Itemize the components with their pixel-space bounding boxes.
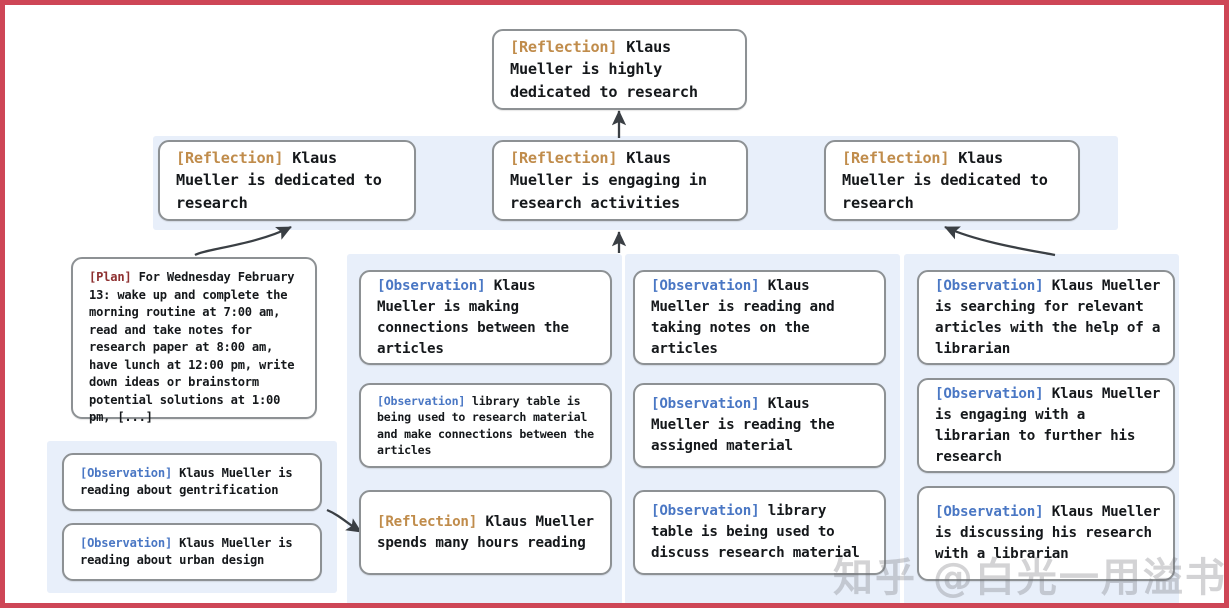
column1-node-2-body: library table is being used to research … bbox=[377, 393, 594, 457]
reflection-3-text: [Reflection] Klaus Mueller is dedicated … bbox=[842, 147, 1066, 215]
observation-tag: [Observation] bbox=[377, 277, 486, 294]
column2-node-1-body: Klaus Mueller is reading and taking note… bbox=[651, 277, 835, 357]
reflection-node-2[interactable]: [Reflection] Klaus Mueller is engaging i… bbox=[492, 140, 748, 221]
plan-node[interactable]: [Plan] For Wednesday February 13: wake u… bbox=[71, 257, 317, 424]
column1-node-1[interactable]: [Observation] Klaus Mueller is making co… bbox=[359, 270, 612, 365]
observation-tag: [Observation] bbox=[935, 385, 1044, 402]
column3-node-3-body: Klaus Mueller is discussing his research… bbox=[935, 504, 1161, 562]
column1-node-3[interactable]: [Reflection] Klaus Mueller spends many h… bbox=[359, 490, 612, 575]
left-observation-node-2[interactable]: [Observation] Klaus Mueller is reading a… bbox=[62, 523, 322, 581]
observation-tag: [Observation] bbox=[80, 535, 173, 550]
column2-node-1-text: [Observation] Klaus Mueller is reading a… bbox=[651, 276, 872, 360]
left-observation-2-body: Klaus Mueller is reading about urban des… bbox=[80, 535, 293, 568]
plan-tag: [Plan] bbox=[89, 270, 132, 284]
observation-tag: [Observation] bbox=[377, 393, 466, 408]
column3-node-2[interactable]: [Observation] Klaus Mueller is engaging … bbox=[917, 378, 1175, 473]
observation-tag: [Observation] bbox=[651, 396, 760, 412]
reflection-1-body: Klaus Mueller is dedicated to research bbox=[176, 148, 382, 212]
reflection-1-text: [Reflection] Klaus Mueller is dedicated … bbox=[176, 147, 402, 215]
reflection-3-body: Klaus Mueller is dedicated to research bbox=[842, 148, 1048, 212]
column3-node-1-body: Klaus Mueller is searching for relevant … bbox=[935, 277, 1161, 357]
plan-text: [Plan] For Wednesday February 13: wake u… bbox=[89, 269, 305, 427]
column1-node-2-text: [Observation] library table is being use… bbox=[377, 393, 598, 459]
column2-node-3[interactable]: [Observation] library table is being use… bbox=[633, 490, 886, 575]
observation-tag: [Observation] bbox=[935, 504, 1044, 520]
root-text-body: Klaus Mueller is highly dedicated to res… bbox=[510, 37, 698, 101]
reflection-2-text: [Reflection] Klaus Mueller is engaging i… bbox=[510, 147, 734, 215]
column2-node-1[interactable]: [Observation] Klaus Mueller is reading a… bbox=[633, 270, 886, 365]
reflection-node-1[interactable]: [Reflection] Klaus Mueller is dedicated … bbox=[158, 140, 416, 221]
reflection-tag: [Reflection] bbox=[842, 148, 950, 167]
reflection-2-body: Klaus Mueller is engaging in research ac… bbox=[510, 148, 707, 212]
root-reflection-text: [Reflection] Klaus Mueller is highly ded… bbox=[510, 36, 733, 104]
left-observation-1-body: Klaus Mueller is reading about gentrific… bbox=[80, 465, 293, 498]
left-observation-node-1[interactable]: [Observation] Klaus Mueller is reading a… bbox=[62, 453, 322, 511]
root-reflection-node[interactable]: [Reflection] Klaus Mueller is highly ded… bbox=[492, 29, 747, 110]
reflection-node-3[interactable]: [Reflection] Klaus Mueller is dedicated … bbox=[824, 140, 1080, 221]
column1-node-1-body: Klaus Mueller is making connections betw… bbox=[377, 277, 569, 357]
reflection-tag: [Reflection] bbox=[377, 513, 478, 530]
reflection-tag: [Reflection] bbox=[510, 148, 618, 167]
column3-node-1[interactable]: [Observation] Klaus Mueller is searching… bbox=[917, 270, 1175, 365]
column3-node-3[interactable]: [Observation] Klaus Mueller is discussin… bbox=[917, 486, 1175, 581]
left-observation-1-text: [Observation] Klaus Mueller is reading a… bbox=[80, 465, 308, 500]
column2-node-3-body: library table is being used to discuss r… bbox=[651, 503, 860, 561]
left-observation-2-text: [Observation] Klaus Mueller is reading a… bbox=[80, 535, 308, 570]
column2-node-2[interactable]: [Observation] Klaus Mueller is reading t… bbox=[633, 383, 886, 468]
column3-node-3-text: [Observation] Klaus Mueller is discussin… bbox=[935, 502, 1161, 565]
column1-node-3-body: Klaus Mueller spends many hours reading bbox=[377, 513, 594, 551]
observation-tag: [Observation] bbox=[80, 465, 173, 480]
observation-tag: [Observation] bbox=[651, 277, 760, 294]
column2-node-2-text: [Observation] Klaus Mueller is reading t… bbox=[651, 394, 872, 457]
reflection-tag: [Reflection] bbox=[176, 148, 284, 167]
observation-tag: [Observation] bbox=[935, 277, 1044, 294]
column1-node-2[interactable]: [Observation] library table is being use… bbox=[359, 383, 612, 468]
column3-node-2-body: Klaus Mueller is engaging with a librari… bbox=[935, 385, 1161, 465]
observation-tag: [Observation] bbox=[651, 503, 760, 519]
column2-node-3-text: [Observation] library table is being use… bbox=[651, 501, 872, 564]
reflection-tag: [Reflection] bbox=[510, 37, 618, 56]
column1-node-3-text: [Reflection] Klaus Mueller spends many h… bbox=[377, 512, 598, 554]
plan-text-body: For Wednesday February 13: wake up and c… bbox=[89, 270, 295, 424]
column1-node-1-text: [Observation] Klaus Mueller is making co… bbox=[377, 276, 598, 360]
column2-node-2-body: Klaus Mueller is reading the assigned ma… bbox=[651, 396, 835, 454]
column3-node-1-text: [Observation] Klaus Mueller is searching… bbox=[935, 276, 1161, 360]
column3-node-2-text: [Observation] Klaus Mueller is engaging … bbox=[935, 384, 1161, 468]
